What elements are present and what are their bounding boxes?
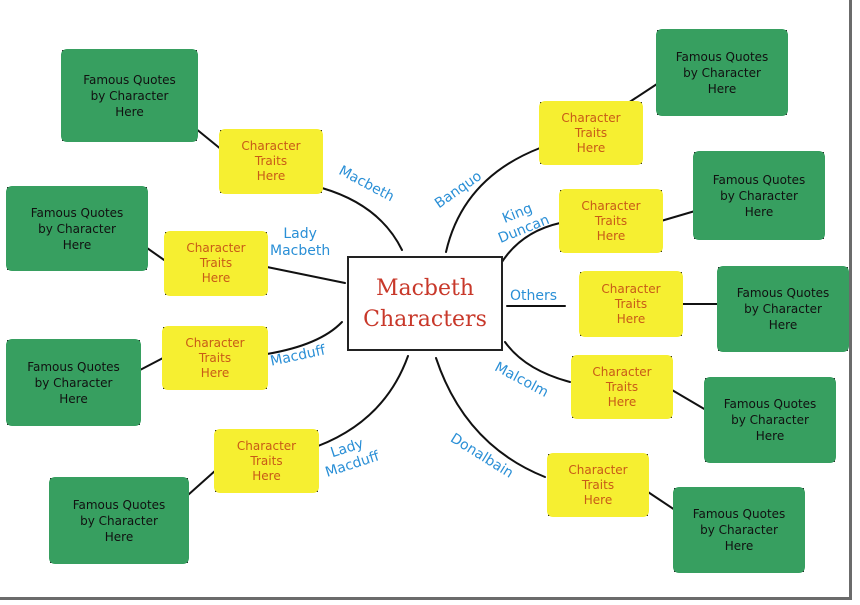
center-title-line1: Macbeth [375,275,475,301]
link-center-lady-macduff [317,355,409,447]
link-center-macbeth [321,187,403,251]
link-quote-lady-macbeth [146,247,168,263]
quote-box-malcolm: Famous Quotes by Character Here [704,377,836,463]
link-quote-macduff [139,357,164,371]
link-quote-malcolm [671,389,707,411]
trait-box-king-duncan: Character Traits Here [559,189,663,253]
trait-box-banquo: Character Traits Here [539,101,643,165]
label-lady-macbeth: Lady Macbeth [270,226,331,259]
quote-box-donalbain: Famous Quotes by Character Here [673,487,805,573]
link-center-banquo [445,147,541,253]
trait-box-malcolm: Character Traits Here [571,355,673,419]
link-center-lady-macbeth [266,266,346,284]
trait-box-macduff: Character Traits Here [162,326,268,390]
link-center-malcolm [504,341,571,383]
link-quote-macbeth [194,127,223,151]
center-title-box: Macbeth Characters [347,256,503,351]
trait-box-lady-macbeth: Character Traits Here [164,231,268,296]
link-center-donalbain [435,357,546,478]
trait-box-macbeth: Character Traits Here [219,129,323,194]
link-quote-king-duncan [660,210,696,222]
quote-box-others: Famous Quotes by Character Here [717,266,849,352]
quote-box-macduff: Famous Quotes by Character Here [6,339,141,426]
trait-box-others: Character Traits Here [579,271,683,337]
trait-box-donalbain: Character Traits Here [547,453,649,517]
quote-box-lady-macduff: Famous Quotes by Character Here [49,477,189,564]
link-quote-donalbain [644,489,676,511]
link-center-king-duncan [499,222,561,266]
link-quote-lady-macduff [187,469,217,496]
link-quote-banquo [627,81,661,104]
label-others: Others [510,288,558,304]
quote-box-lady-macbeth: Famous Quotes by Character Here [6,186,148,271]
quote-box-banquo: Famous Quotes by Character Here [656,29,788,116]
link-center-macduff [266,321,343,355]
quote-box-macbeth: Famous Quotes by Character Here [61,49,198,142]
center-title-line2: Characters [363,306,487,332]
quote-box-king-duncan: Famous Quotes by Character Here [693,151,825,240]
trait-box-lady-macduff: Character Traits Here [214,429,319,493]
